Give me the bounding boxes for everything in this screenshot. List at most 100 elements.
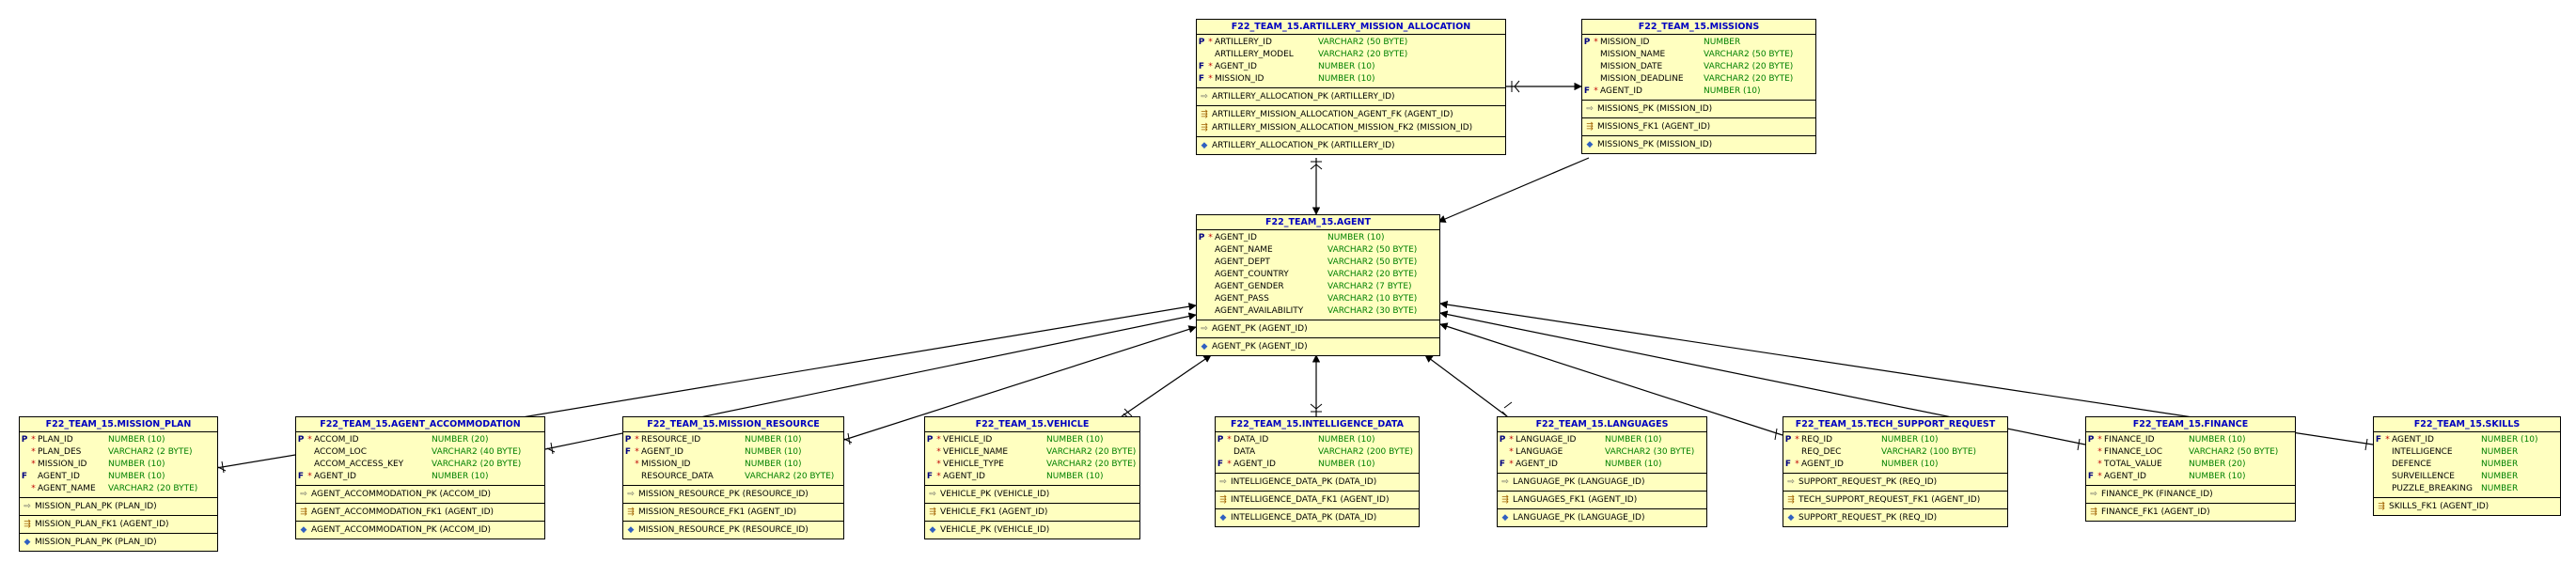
constraint-row[interactable]: ⇨MISSION_PLAN_PK (PLAN_ID) [20, 500, 217, 513]
constraint-row[interactable]: ◆ARTILLERY_ALLOCATION_PK (ARTILLERY_ID) [1197, 139, 1505, 152]
constraint-row[interactable]: ⇨ARTILLERY_ALLOCATION_PK (ARTILLERY_ID) [1197, 90, 1505, 103]
constraint-row[interactable]: ⇶MISSION_RESOURCE_FK1 (AGENT_ID) [623, 506, 843, 519]
constraint-row[interactable]: ◆INTELLIGENCE_DATA_PK (DATA_ID) [1216, 511, 1419, 524]
constraint-row[interactable]: ⇶LANGUAGES_FK1 (AGENT_ID) [1498, 493, 1706, 507]
constraint-row[interactable]: ⇶AGENT_ACCOMMODATION_FK1 (AGENT_ID) [296, 506, 544, 519]
constraint-row[interactable]: ⇨INTELLIGENCE_DATA_PK (DATA_ID) [1216, 476, 1419, 489]
constraint-row[interactable]: ⇨LANGUAGE_PK (LANGUAGE_ID) [1498, 476, 1706, 489]
mandatory-marker: * [635, 435, 639, 445]
constraint-row[interactable]: ⇨MISSIONS_PK (MISSION_ID) [1582, 102, 1815, 116]
constraint-row[interactable]: ⇨AGENT_PK (AGENT_ID) [1197, 322, 1439, 336]
constraint-row[interactable]: ⇶MISSION_PLAN_FK1 (AGENT_ID) [20, 518, 217, 531]
constraint-row[interactable]: ⇨SUPPORT_REQUEST_PK (REQ_ID) [1783, 476, 2007, 489]
constraint-name: VEHICLE_PK (VEHICLE_ID) [940, 490, 1050, 499]
constraint-row[interactable]: ⇶INTELLIGENCE_DATA_FK1 (AGENT_ID) [1216, 493, 1419, 507]
constraint-row[interactable]: ⇶ARTILLERY_MISSION_ALLOCATION_MISSION_FK… [1197, 121, 1505, 134]
constraint-row[interactable]: ⇶FINANCE_FK1 (AGENT_ID) [2086, 506, 2295, 519]
constraint-row[interactable]: ◆VEHICLE_PK (VEHICLE_ID) [925, 523, 1139, 537]
foreign-key-icon: ⇶ [300, 507, 307, 517]
constraint-row[interactable]: ⇨MISSION_RESOURCE_PK (RESOURCE_ID) [623, 488, 843, 501]
constraint-row[interactable]: ⇶TECH_SUPPORT_REQUEST_FK1 (AGENT_ID) [1783, 493, 2007, 507]
key-type-marker: F [1499, 460, 1506, 469]
constraint-row[interactable]: ⇨AGENT_ACCOMMODATION_PK (ACCOM_ID) [296, 488, 544, 501]
constraint-row[interactable]: ◆AGENT_ACCOMMODATION_PK (ACCOM_ID) [296, 523, 544, 537]
constraint-row[interactable]: ◆AGENT_PK (AGENT_ID) [1197, 340, 1439, 353]
table-artillery[interactable]: F22_TEAM_15.ARTILLERY_MISSION_ALLOCATION… [1196, 19, 1506, 155]
constraint-row[interactable]: ◆LANGUAGE_PK (LANGUAGE_ID) [1498, 511, 1706, 524]
constraint-row[interactable]: ⇨VEHICLE_PK (VEHICLE_ID) [925, 488, 1139, 501]
constraint-row[interactable]: ◆MISSION_RESOURCE_PK (RESOURCE_ID) [623, 523, 843, 537]
constraint-row[interactable]: ⇶SKILLS_FK1 (AGENT_ID) [2374, 500, 2560, 513]
constraint-row[interactable]: ⇶ARTILLERY_MISSION_ALLOCATION_AGENT_FK (… [1197, 108, 1505, 121]
constraint-row[interactable]: ◆MISSION_PLAN_PK (PLAN_ID) [20, 536, 217, 549]
constraint-row[interactable]: ⇶MISSIONS_FK1 (AGENT_ID) [1582, 120, 1815, 133]
constraint-row[interactable]: ⇶VEHICLE_FK1 (AGENT_ID) [925, 506, 1139, 519]
constraint-row[interactable]: ◆MISSIONS_PK (MISSION_ID) [1582, 138, 1815, 151]
constraint-row[interactable]: ◆SUPPORT_REQUEST_PK (REQ_ID) [1783, 511, 2007, 524]
constraint-row[interactable]: ⇨FINANCE_PK (FINANCE_ID) [2086, 488, 2295, 501]
